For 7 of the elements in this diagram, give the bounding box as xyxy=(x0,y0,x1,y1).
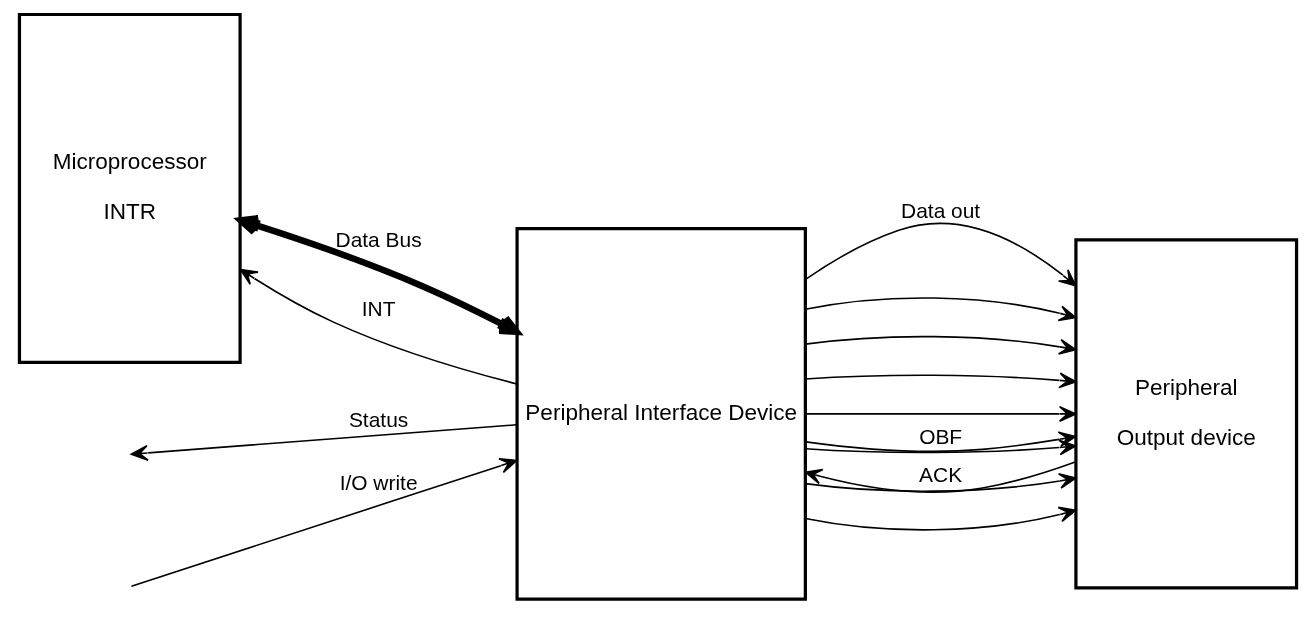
edge-label: OBF xyxy=(919,424,963,448)
edge-label: ACK xyxy=(919,463,963,487)
edge-label: Status xyxy=(348,408,409,432)
edge-label: Data Bus xyxy=(335,228,422,252)
edge-label: Data out xyxy=(901,199,981,223)
edge-label: I/O write xyxy=(339,471,418,495)
edge-label: INT xyxy=(361,297,396,321)
